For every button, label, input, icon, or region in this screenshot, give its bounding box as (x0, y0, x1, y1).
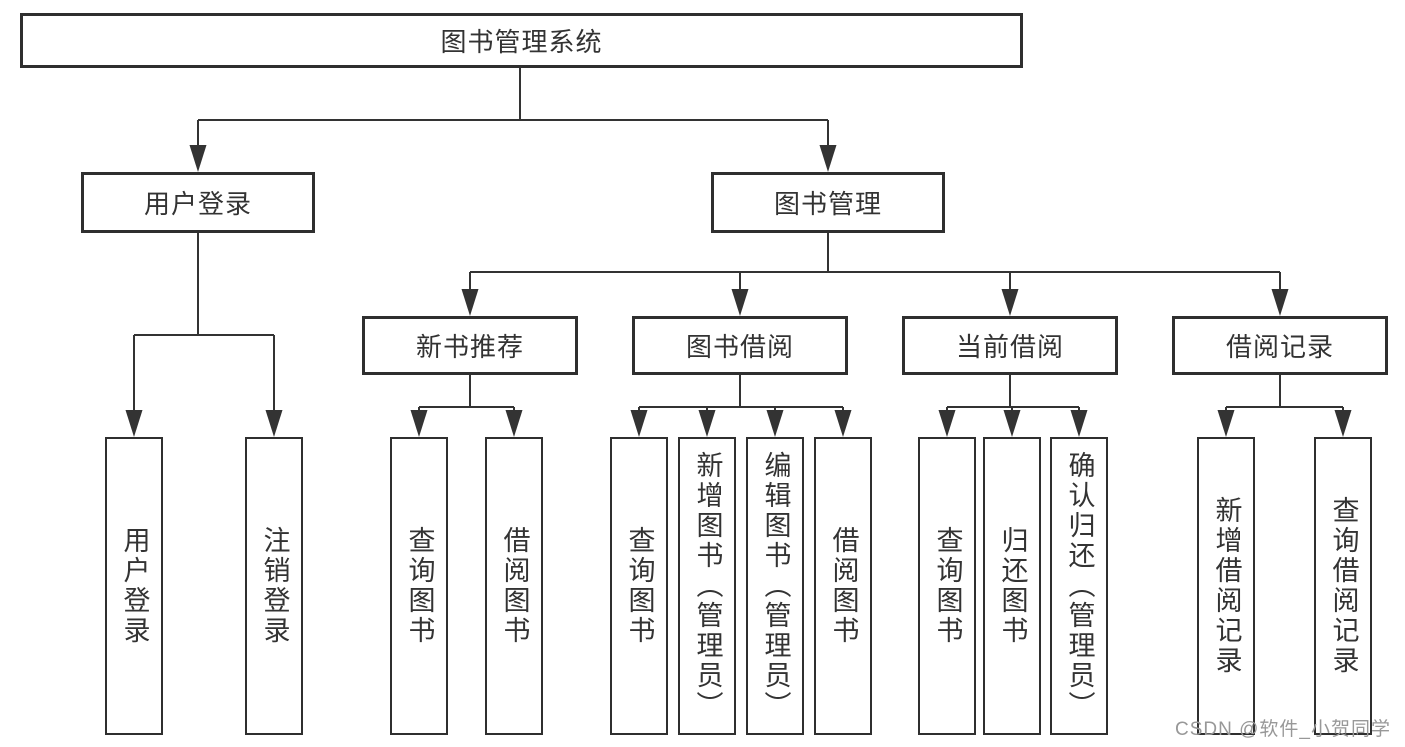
csdn-watermark: CSDN @软件_小贺同学 (1175, 719, 1391, 740)
node-leaf-nbr-query-books: 查询图书 (390, 437, 448, 735)
arrowhead (189, 145, 207, 172)
node-current-borrowing: 当前借阅 (902, 316, 1118, 375)
node-leaf-bb-edit-books: 编辑图书（管理员） (746, 437, 804, 735)
node-borrowing-records: 借阅记录 (1172, 316, 1388, 375)
node-library-management-system: 图书管理系统 (20, 13, 1023, 68)
arrowhead (938, 410, 956, 437)
node-leaf-cb-confirm-return: 确认归还（管理员） (1050, 437, 1108, 735)
node-new-book-recommend: 新书推荐 (362, 316, 578, 375)
edge-book-borrowing-to-children (638, 375, 844, 413)
node-leaf-br-query-record: 查询借阅记录 (1314, 437, 1372, 735)
node-leaf-user-login: 用户登录 (105, 437, 163, 735)
arrowhead (1217, 410, 1235, 437)
node-leaf-cb-query-books: 查询图书 (918, 437, 976, 735)
arrowhead (1003, 410, 1021, 437)
arrowhead (630, 410, 648, 437)
node-leaf-bb-query-books: 查询图书 (610, 437, 668, 735)
edge-root-to-level2 (197, 68, 829, 148)
arrowhead (461, 289, 479, 316)
edge-borrowing-records-to-children (1225, 375, 1344, 413)
edge-new-book-recommend-to-children (418, 375, 515, 413)
node-leaf-logout: 注销登录 (245, 437, 303, 735)
arrowhead (731, 289, 749, 316)
arrowhead (766, 410, 784, 437)
arrowhead (834, 410, 852, 437)
node-leaf-bb-add-books: 新增图书（管理员） (678, 437, 736, 735)
arrowhead (125, 410, 143, 437)
node-leaf-br-add-record: 新增借阅记录 (1197, 437, 1255, 735)
arrowhead (1334, 410, 1352, 437)
edge-user-login-to-children (133, 233, 275, 413)
arrowhead (819, 145, 837, 172)
node-leaf-bb-borrow-books: 借阅图书 (814, 437, 872, 735)
node-book-borrowing: 图书借阅 (632, 316, 848, 375)
edge-book-management-to-level3 (469, 233, 1281, 292)
arrowhead (698, 410, 716, 437)
arrowhead (505, 410, 523, 437)
arrowhead (265, 410, 283, 437)
node-book-management: 图书管理 (711, 172, 945, 233)
arrowhead (1001, 289, 1019, 316)
node-user-login: 用户登录 (81, 172, 315, 233)
node-leaf-nbr-borrow-books: 借阅图书 (485, 437, 543, 735)
edge-current-borrowing-to-children (946, 375, 1080, 413)
arrowhead (1070, 410, 1088, 437)
node-leaf-cb-return-books: 归还图书 (983, 437, 1041, 735)
arrowhead (410, 410, 428, 437)
arrowhead (1271, 289, 1289, 316)
